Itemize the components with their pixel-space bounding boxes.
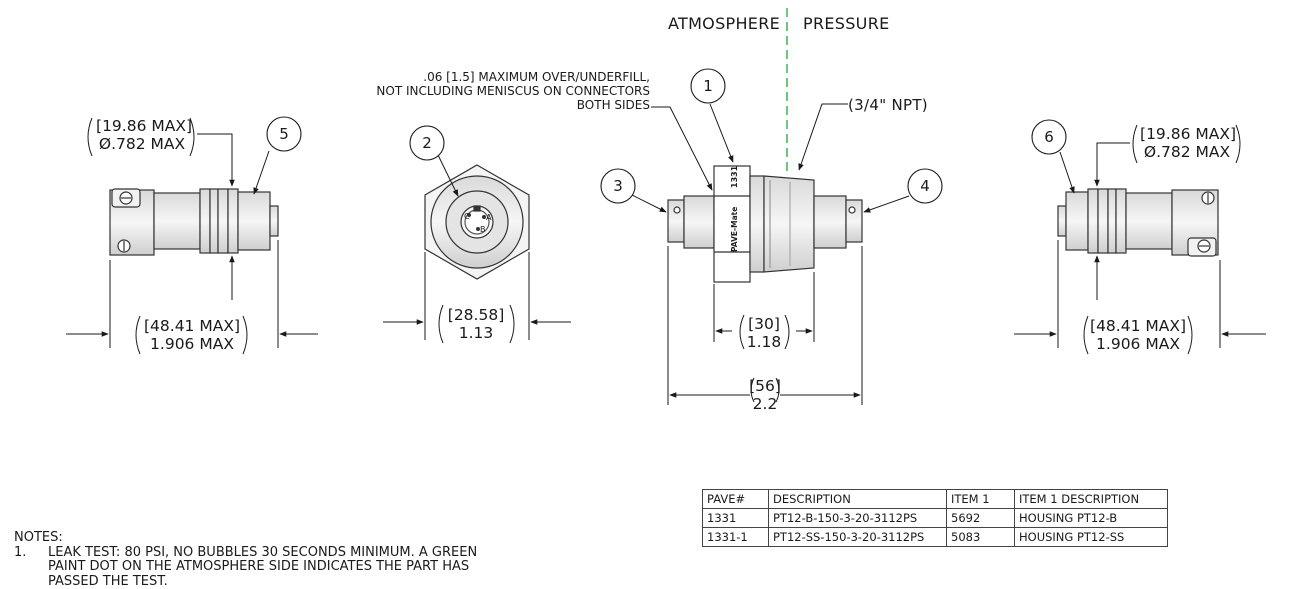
left-diameter-in: .782 MAX: [111, 134, 186, 153]
right-diameter-bracket-close: ]: [1229, 125, 1237, 143]
part-brand-marking: PAVE-Mate: [730, 207, 739, 252]
side-view-leaders: [631, 103, 910, 213]
right-connector-view: [1057, 188, 1219, 257]
part-number-marking: 1331: [730, 165, 739, 188]
right-diameter-dimension: [1094, 124, 1241, 300]
hex-dimension-text: [28.58] 1.13: [444, 306, 508, 343]
balloon-2: 2: [422, 134, 432, 152]
left-diameter-text: [19.86 MAX] Ø.782 MAX: [96, 117, 192, 154]
right-diameter-mm: 19.86 MAX: [1146, 125, 1230, 143]
balloon-3: 3: [613, 177, 623, 195]
overall-dimension: [667, 246, 863, 405]
pressure-header: PRESSURE: [803, 14, 890, 33]
right-diameter-in: .782 MAX: [1156, 142, 1231, 161]
table-cell: 5083: [946, 527, 1015, 547]
balloon-circles: [266, 68, 1067, 204]
overall-bracket-open: [: [749, 377, 756, 395]
fill-note-line-1: .06 [1.5] MAXIMUM OVER/UNDERFILL,: [423, 70, 650, 84]
note-line-3: PASSED THE TEST.: [14, 573, 477, 589]
pin-a-label: A: [486, 213, 492, 222]
table-cell: PT12-B-150-3-20-3112PS: [768, 508, 947, 528]
table-row: 1331-1 PT12-SS-150-3-20-3112PS 5083 HOUS…: [702, 527, 1168, 547]
table-cell: 5692: [946, 508, 1015, 528]
fill-note: .06 [1.5] MAXIMUM OVER/UNDERFILL, NOT IN…: [376, 70, 650, 112]
table-header-cell: ITEM 1 DESCRIPTION: [1014, 489, 1168, 509]
notes-title: NOTES:: [14, 530, 63, 545]
table-cell: 1331: [702, 508, 769, 528]
thread-label: (3/4" NPT): [848, 96, 928, 114]
hex-dimension: [383, 252, 571, 344]
overall-bracket-close: ]: [774, 377, 781, 395]
balloon-4: 4: [920, 177, 930, 195]
note-number: 1.: [14, 544, 27, 560]
hex-mm: 28.58: [453, 306, 499, 324]
table-cell: PT12-SS-150-3-20-3112PS: [768, 527, 947, 547]
body-bracket-open: [: [748, 315, 755, 333]
hex-bracket-open: [: [447, 306, 454, 324]
body-dimension-text: [30] 1.18: [744, 315, 784, 352]
left-length-bracket-open: [: [143, 317, 151, 335]
hex-end-view: [424, 164, 530, 280]
left-length-text: [48.41 MAX] 1.906 MAX: [143, 317, 241, 354]
pressure-feedthrough-side-view: [667, 165, 863, 283]
table-cell: 1331-1: [702, 527, 769, 547]
left-diameter-mm: 19.86 MAX: [102, 117, 186, 135]
left-diameter-dimension: [87, 117, 235, 300]
left-length-in: 1.906 MAX: [150, 334, 234, 353]
parts-table: PAVE# DESCRIPTION ITEM 1 ITEM 1 DESCRIPT…: [702, 489, 1168, 547]
left-diameter-bracket-open: [: [96, 117, 103, 135]
fill-note-line-3: BOTH SIDES: [576, 98, 650, 113]
hex-bracket-close: ]: [498, 306, 505, 324]
body-bracket-close: ]: [773, 315, 780, 333]
body-dimension: [713, 272, 815, 350]
overall-dimension-text: [56] 2.2: [745, 377, 785, 414]
right-length-dimension: [1014, 240, 1266, 355]
balloon-1: 1: [703, 77, 713, 95]
left-diameter-bracket-close: ]: [185, 117, 193, 135]
table-cell: HOUSING PT12-B: [1014, 508, 1168, 528]
note-line-2: PAINT DOT ON THE ATMOSPHERE SIDE INDICAT…: [14, 559, 477, 575]
left-length-dimension: [66, 240, 318, 355]
hex-in: 1.13: [458, 323, 494, 342]
right-diameter-text: [19.86 MAX] Ø.782 MAX: [1140, 125, 1237, 162]
body-in: 1.18: [746, 332, 782, 351]
balloon-5: 5: [279, 125, 289, 143]
table-row: 1331 PT12-B-150-3-20-3112PS 5692 HOUSING…: [702, 508, 1168, 528]
right-length-text: [48.41 MAX] 1.906 MAX: [1090, 317, 1187, 354]
pin-b-label: B: [480, 225, 486, 234]
overall-mm: 56: [755, 377, 775, 395]
left-length-mm: 48.41 MAX: [150, 317, 234, 335]
parts-table-header-row: PAVE# DESCRIPTION ITEM 1 ITEM 1 DESCRIPT…: [702, 489, 1168, 509]
right-length-mm: 48.41 MAX: [1096, 317, 1180, 335]
note-text-2: PAINT DOT ON THE ATMOSPHERE SIDE INDICAT…: [48, 559, 470, 575]
body-mm: 30: [754, 315, 774, 333]
atmosphere-header: ATMOSPHERE: [668, 14, 781, 33]
table-cell: HOUSING PT12-SS: [1014, 527, 1168, 547]
note-text-1: LEAK TEST: 80 PSI, NO BUBBLES 30 SECONDS…: [48, 544, 478, 560]
diameter-symbol-left: Ø: [98, 134, 112, 153]
overall-in: 2.2: [752, 394, 778, 413]
diameter-symbol-right: Ø: [1143, 142, 1157, 161]
right-diameter-bracket-open: [: [1140, 125, 1147, 143]
right-length-in: 1.906 MAX: [1096, 334, 1180, 353]
left-length-bracket-close: ]: [233, 317, 241, 335]
fill-note-line-2: NOT INCLUDING MENISCUS ON CONNECTORS: [376, 84, 650, 99]
left-connector-view: [109, 188, 279, 256]
table-header-cell: DESCRIPTION: [768, 489, 947, 509]
balloon-6: 6: [1044, 128, 1054, 146]
notes-block: NOTES: 1. LEAK TEST: 80 PSI, NO BUBBLES 3…: [14, 530, 478, 589]
right-length-bracket-open: [: [1090, 317, 1097, 335]
table-header-cell: ITEM 1: [946, 489, 1015, 509]
table-header-cell: PAVE#: [702, 489, 769, 509]
right-length-bracket-close: ]: [1179, 317, 1187, 335]
pin-c-label: C: [464, 212, 470, 221]
note-text-3: PASSED THE TEST.: [48, 573, 168, 589]
note-line-1: 1. LEAK TEST: 80 PSI, NO BUBBLES 30 SECON…: [14, 544, 478, 561]
